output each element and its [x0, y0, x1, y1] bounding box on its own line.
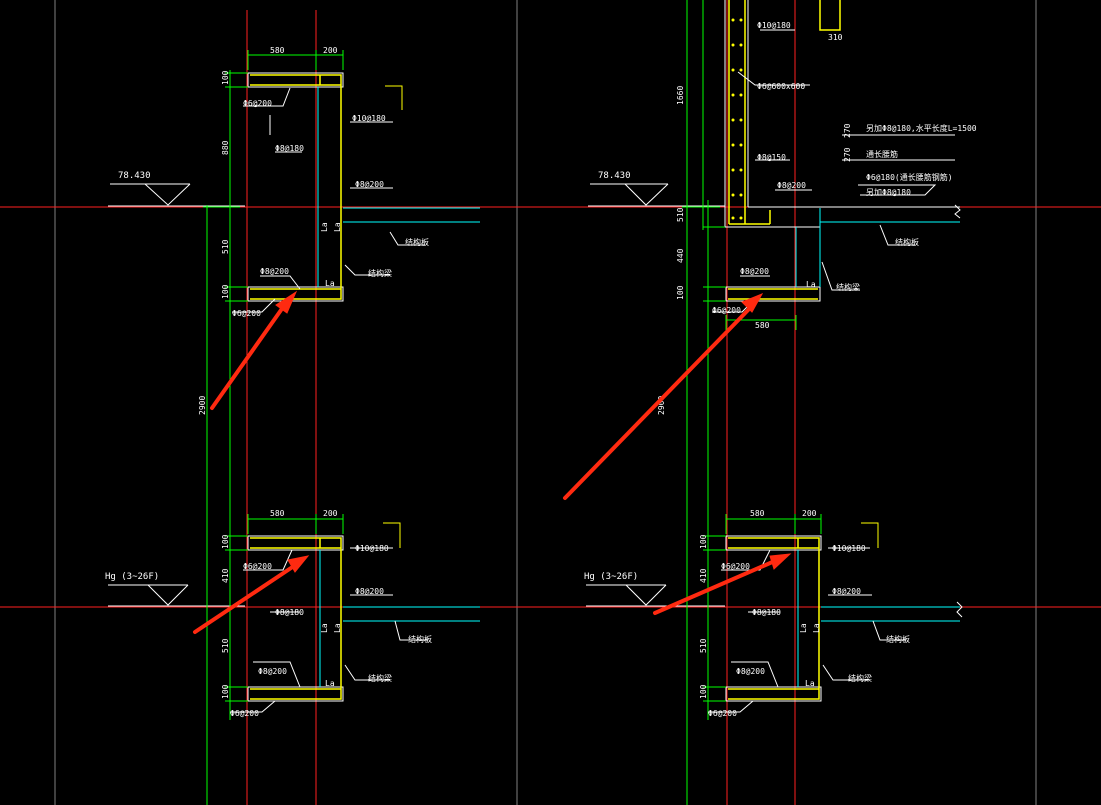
- la1: La: [806, 280, 816, 289]
- rebar-top: Φ6@200: [243, 99, 272, 108]
- dim-270b: 270: [843, 147, 852, 162]
- rebar-d8b: Φ8@200: [832, 587, 861, 596]
- dim-310: 310: [828, 33, 843, 42]
- rebar-d10: Φ10@180: [832, 544, 866, 553]
- annotation-arrows: [563, 293, 792, 615]
- dim-580: 580: [270, 46, 285, 55]
- rebar-d8-150: Φ8@150: [757, 153, 786, 162]
- dim-510: 510: [221, 638, 230, 653]
- rebar-d6b: Φ6@200: [232, 309, 261, 318]
- elevation-label-top: 78.430: [118, 171, 151, 181]
- dim-410: 410: [221, 568, 230, 583]
- rebar-d8c: Φ8@200: [260, 267, 289, 276]
- dim-510: 510: [676, 207, 685, 222]
- slab-label: 结构板: [408, 634, 432, 644]
- dim-200: 200: [323, 46, 338, 55]
- overall-dim-text: 2900: [657, 396, 666, 415]
- dim-200: 200: [323, 509, 338, 518]
- dim-100b: 100: [221, 284, 230, 299]
- la1: La: [320, 222, 329, 232]
- dim-440: 440: [676, 248, 685, 263]
- right-panel: 78.430 Hg (3~26F) 2900: [563, 0, 977, 805]
- annotation-arrows: [193, 290, 310, 634]
- beam-label: 结构梁: [836, 282, 860, 292]
- left-top-section: 580 200 100 880 510 100 Φ6@200 Φ: [221, 46, 480, 318]
- la1: La: [320, 623, 329, 633]
- la2: La: [333, 623, 342, 633]
- beam-label: 结构梁: [368, 673, 392, 683]
- viewport-frame: [54, 0, 1037, 805]
- elevation-label-top: 78.430: [598, 171, 631, 181]
- dim-510: 510: [699, 638, 708, 653]
- note4: 另加Φ8@180: [866, 187, 911, 197]
- rebar-d10: Φ10@180: [352, 114, 386, 123]
- la2: La: [333, 222, 342, 232]
- overall-dim-text: 2900: [198, 396, 207, 415]
- rebar-d6b: Φ6@200: [230, 709, 259, 718]
- rebar-d8c: Φ8@200: [258, 667, 287, 676]
- dim-410: 410: [699, 568, 708, 583]
- elevation-marker-bottom: [586, 584, 725, 607]
- dim-580: 580: [750, 509, 765, 518]
- overall-dimension-line: [682, 0, 720, 805]
- elevation-label-bottom: Hg (3~26F): [105, 572, 159, 582]
- rebar-d8a: Φ8@180: [275, 608, 304, 617]
- la3: La: [805, 679, 815, 688]
- rebar-d8a: Φ8@180: [752, 608, 781, 617]
- rebar-d8a: Φ8@200: [740, 267, 769, 276]
- rebar-d6b: Φ6@200: [708, 709, 737, 718]
- rebar-d8b: Φ8@200: [355, 180, 384, 189]
- dim-880: 880: [221, 140, 230, 155]
- elevation-label-bottom: Hg (3~26F): [584, 572, 638, 582]
- left-bottom-section: 580 200 100 410 510 100 Φ6@200 Φ10@180 Φ…: [221, 509, 480, 718]
- dim-580: 580: [755, 321, 770, 330]
- dim-200: 200: [802, 509, 817, 518]
- rebar-dots: [731, 18, 743, 220]
- rebar-tie: Φ6@600x600: [757, 82, 805, 91]
- dim-100a: 100: [221, 70, 230, 85]
- dim-510: 510: [221, 239, 230, 254]
- elevation-marker-bottom: [108, 584, 245, 607]
- rebar-d10: Φ10@180: [355, 544, 389, 553]
- note2: 通长腰筋: [866, 149, 898, 159]
- la1: La: [799, 623, 808, 633]
- slab-label: 结构板: [886, 634, 910, 644]
- beam-label: 结构梁: [368, 268, 392, 278]
- dim-100a: 100: [699, 534, 708, 549]
- la3: La: [325, 279, 335, 288]
- right-top-section: 1660 310 270 270 510 440 100 580 Φ10@1: [676, 0, 977, 330]
- rebar-d8-200: Φ8@200: [777, 181, 806, 190]
- rebar-d8a: Φ8@180: [275, 144, 304, 153]
- dim-1660: 1660: [676, 86, 685, 105]
- slab-label: 结构板: [895, 237, 919, 247]
- overall-dimension-line: [203, 70, 240, 805]
- dim-270a: 270: [843, 123, 852, 138]
- note1: 另加Φ8@180,水平长度L=1500: [866, 123, 977, 133]
- rebar-d10: Φ10@180: [757, 21, 791, 30]
- beam-label: 结构梁: [848, 673, 872, 683]
- dim-100a: 100: [221, 534, 230, 549]
- dim-100b: 100: [699, 684, 708, 699]
- left-panel: 78.430 Hg (3~26F) 2900: [105, 46, 480, 805]
- elevation-marker-top: [108, 183, 245, 207]
- rebar-d6b: Φ6@200: [712, 306, 741, 315]
- right-bottom-section: 580 200 100 410 510 100 Φ6@200 Φ10@180 Φ…: [699, 509, 963, 718]
- note3: Φ6@180(通长腰筋钢筋): [866, 172, 953, 182]
- elevation-marker-top: [588, 183, 725, 207]
- rebar-d8c: Φ8@200: [736, 667, 765, 676]
- la2: La: [812, 623, 821, 633]
- rebar-d8b: Φ8@200: [355, 587, 384, 596]
- la3: La: [325, 679, 335, 688]
- dim-580: 580: [270, 509, 285, 518]
- rebar-top: Φ6@200: [243, 562, 272, 571]
- dim-100: 100: [676, 285, 685, 300]
- dim-100b: 100: [221, 684, 230, 699]
- slab-label: 结构板: [405, 237, 429, 247]
- rebar-top: Φ6@200: [721, 562, 750, 571]
